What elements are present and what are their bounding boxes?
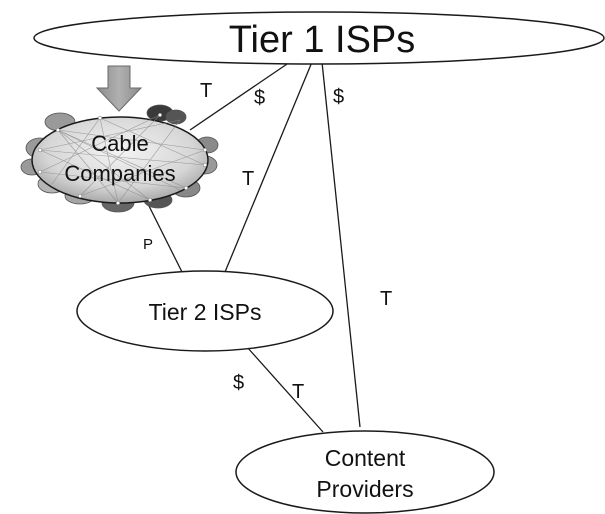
node-cable-companies: Cable Companies [20, 104, 219, 213]
edge-labels: T $ T $ T P $ T [143, 80, 392, 403]
down-arrow-icon [95, 65, 143, 112]
node-tier1-shape [33, 11, 605, 65]
edge-tier1-tier2 [224, 61, 313, 273]
edge-label-tier1-tier2-t: T [242, 168, 254, 190]
edges [145, 61, 361, 433]
edge-tier2-content [246, 346, 324, 433]
node-tier1-label: Tier 1 ISPs [229, 19, 416, 61]
node-cable-label-line2: Companies [64, 161, 175, 186]
edge-label-cable-tier2-p: P [143, 236, 153, 253]
edge-label-tier1-cable-t: T [200, 80, 212, 102]
network-node-dots [37, 112, 208, 206]
edge-label-tier1-content-t: T [380, 288, 392, 310]
edge-label-tier1-content-dollar: $ [333, 86, 344, 108]
node-tier2-label: Tier 2 ISPs [149, 299, 262, 325]
node-content-providers: Content Providers [235, 430, 495, 514]
mesh-network-icon [39, 114, 206, 204]
node-content-shape [235, 430, 495, 514]
node-cable-label-line1: Cable [91, 131, 148, 156]
edge-label-tier1-cable-dollar: $ [254, 87, 265, 109]
edge-tier1-cable [189, 61, 291, 131]
edge-label-tier2-content-t: T [292, 381, 304, 403]
node-content-label-line1: Content [325, 445, 406, 471]
node-tier1-isps: Tier 1 ISPs [33, 11, 605, 65]
edge-tier1-content [321, 61, 361, 428]
node-content-label-line2: Providers [316, 476, 413, 502]
edge-label-tier2-content-dollar: $ [233, 372, 244, 394]
node-tier2-isps: Tier 2 ISPs [76, 270, 334, 352]
node-tier2-shape [76, 270, 334, 352]
edge-cable-tier2 [145, 199, 183, 273]
